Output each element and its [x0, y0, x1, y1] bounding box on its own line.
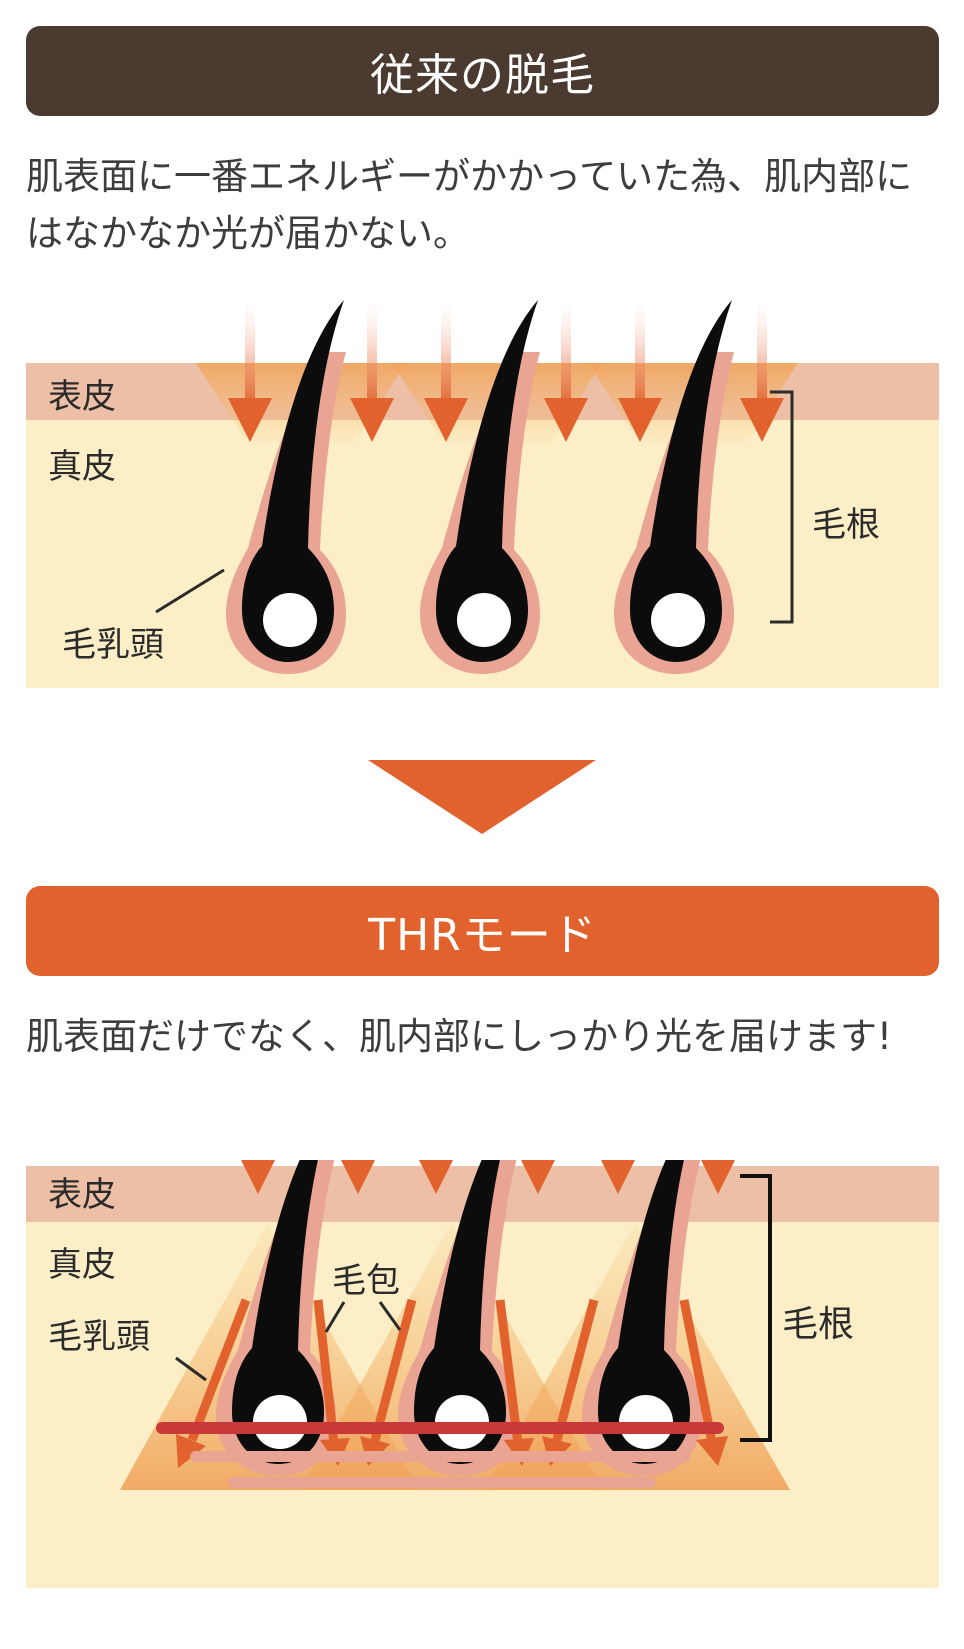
heat-line-3	[228, 1477, 656, 1488]
deep-arrows	[176, 1298, 728, 1468]
label-dermis: 真皮	[48, 447, 116, 487]
thr-title: THRモード	[368, 910, 597, 961]
papilla-pointer	[155, 568, 225, 614]
label-follicle: 毛包	[332, 1261, 400, 1301]
label-root: 毛根	[812, 505, 880, 545]
label-epidermis: 表皮	[48, 377, 116, 417]
follicle-pointer-right	[378, 1301, 402, 1331]
label-epidermis: 表皮	[48, 1175, 116, 1215]
thr-title-banner: THRモード	[26, 886, 939, 976]
label-root: 毛根	[782, 1304, 854, 1345]
conventional-description: 肌表面に一番エネルギーがかかっていた為、肌内部にはなかなか光が届かない。	[26, 155, 913, 255]
conventional-title: 従来の脱毛	[370, 50, 595, 101]
root-bracket	[770, 390, 794, 624]
heat-line-1	[156, 1422, 724, 1434]
papilla-pointer	[175, 1356, 207, 1382]
transition-arrow	[368, 760, 596, 834]
conventional-diagram: 表皮 真皮 毛乳頭 毛根	[26, 300, 939, 688]
label-papilla: 毛乳頭	[48, 1317, 150, 1357]
follicle-pointer-left	[324, 1301, 346, 1333]
thr-description: 肌表面だけでなく、肌内部にしっかり光を届けます!	[26, 1015, 892, 1058]
thr-diagram: 表皮 真皮 毛包 毛乳頭 毛根	[26, 1160, 939, 1588]
root-bracket	[740, 1174, 772, 1442]
conventional-title-banner: 従来の脱毛	[26, 26, 939, 116]
label-dermis: 真皮	[48, 1245, 116, 1285]
heat-line-2	[190, 1451, 690, 1462]
label-papilla: 毛乳頭	[62, 625, 164, 665]
